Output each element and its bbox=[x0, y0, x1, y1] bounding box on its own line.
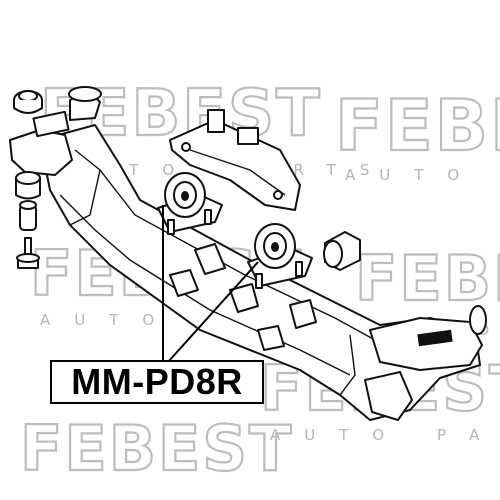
watermark-sub: AUTO PARTS bbox=[270, 426, 500, 444]
part-number-text: MM-PD8R bbox=[71, 361, 243, 402]
watermark-brand: FEBEST bbox=[335, 85, 500, 167]
bushing bbox=[323, 231, 361, 271]
left-mount-bracket bbox=[9, 129, 73, 176]
engine-mount-1 bbox=[157, 172, 223, 235]
upper-bracket bbox=[169, 109, 301, 211]
part-number-label: MM-PD8R bbox=[50, 360, 264, 404]
watermark-brand: FEBEST bbox=[355, 242, 500, 315]
watermark-brand: FEBEST bbox=[20, 412, 293, 485]
engine-mount-2 bbox=[247, 223, 313, 289]
leader-lines bbox=[162, 205, 259, 363]
watermark-sub: AUTO PARTS bbox=[345, 166, 500, 184]
hardware-stack bbox=[13, 90, 43, 269]
